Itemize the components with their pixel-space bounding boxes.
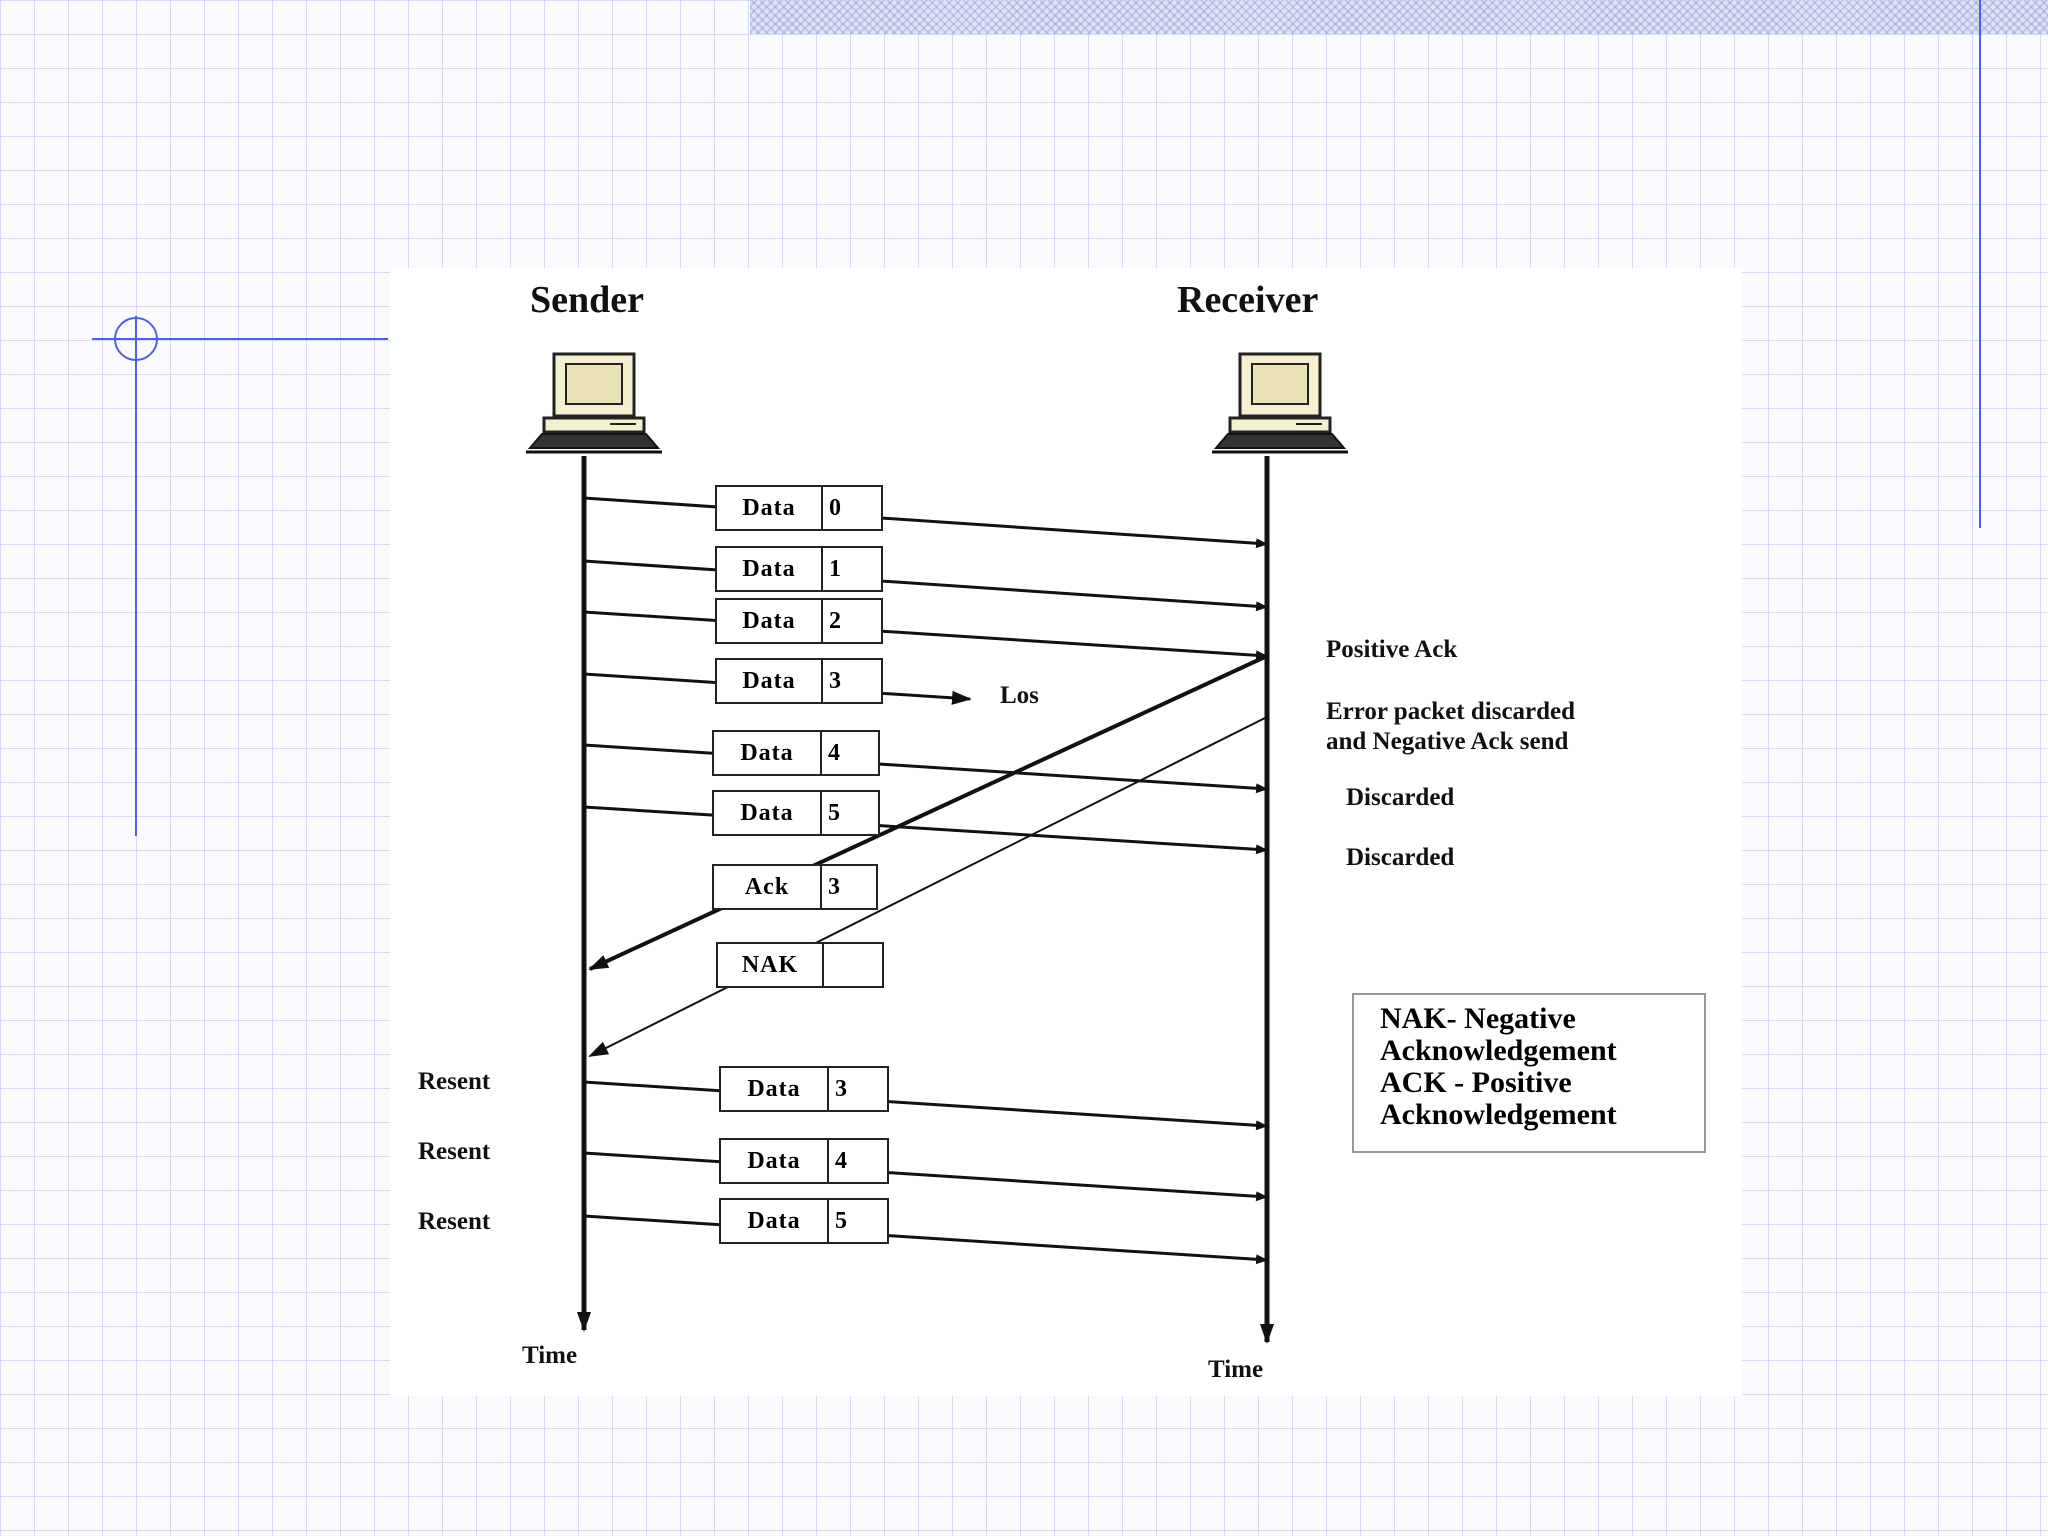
arrow-resent-data-4 xyxy=(583,1151,1268,1202)
frame-label: Data xyxy=(714,792,822,834)
frame-seq: 4 xyxy=(828,739,840,766)
frame-data-5: Data 5 xyxy=(712,790,880,836)
frame-label: Data xyxy=(714,732,822,774)
frame-seq: 3 xyxy=(835,1075,847,1102)
frame-data-2: Data 2 xyxy=(715,598,883,644)
sequence-diagram-lines xyxy=(577,456,1274,1344)
lost-label: Los xyxy=(1000,682,1039,709)
frame-data-4: Data 4 xyxy=(712,730,880,776)
sender-computer-icon xyxy=(526,352,662,454)
frame-data-1: Data 1 xyxy=(715,546,883,592)
arrow-data-4 xyxy=(583,743,1268,794)
frame-label: NAK xyxy=(718,944,824,986)
discarded-label-2: Discarded xyxy=(1346,844,1455,871)
frame-seq: 1 xyxy=(829,555,841,582)
arrow-data-5 xyxy=(583,805,1268,855)
receiver-computer-icon xyxy=(1212,352,1348,454)
frame-label: Ack xyxy=(714,866,822,908)
legend-line-3: ACK - Positive xyxy=(1380,1066,1572,1099)
frame-label: Data xyxy=(721,1068,829,1110)
resent-label-1: Resent xyxy=(418,1068,491,1095)
arrow-data-1 xyxy=(583,559,1268,612)
frame-nak: NAK xyxy=(716,942,884,988)
frame-resent-data-3: Data 3 xyxy=(719,1066,889,1112)
frame-seq: 3 xyxy=(828,873,840,900)
frame-seq: 5 xyxy=(835,1207,847,1234)
frame-data-3: Data 3 xyxy=(715,658,883,704)
frame-label: Data xyxy=(721,1200,829,1242)
legend-line-1: NAK- Negative xyxy=(1380,1002,1576,1035)
sender-title: Sender xyxy=(530,279,644,321)
frame-label: Data xyxy=(717,548,823,590)
positive-ack-label: Positive Ack xyxy=(1326,636,1458,663)
diagram-panel: Sender Receiver Data 0 Data 1 Data 2 Dat… xyxy=(390,268,1742,1396)
frame-resent-data-5: Data 5 xyxy=(719,1198,889,1244)
frame-seq xyxy=(824,944,882,986)
arrow-data-0 xyxy=(583,496,1268,549)
resent-label-3: Resent xyxy=(418,1208,491,1235)
frame-label: Data xyxy=(717,600,823,642)
legend-box: NAK- Negative Acknowledgement ACK - Posi… xyxy=(1352,993,1706,1153)
frame-resent-data-4: Data 4 xyxy=(719,1138,889,1184)
error-label-line2: and Negative Ack send xyxy=(1326,728,1569,755)
frame-label: Data xyxy=(717,660,823,702)
frame-seq: 3 xyxy=(829,667,841,694)
frame-seq: 0 xyxy=(829,494,841,521)
frame-seq: 4 xyxy=(835,1147,847,1174)
header-pattern-band xyxy=(750,0,2048,34)
frame-data-0: Data 0 xyxy=(715,485,883,531)
arrow-ack-3 xyxy=(588,654,1268,971)
arrow-resent-data-3 xyxy=(583,1080,1268,1131)
resent-label-2: Resent xyxy=(418,1138,491,1165)
legend-line-2: Acknowledgement xyxy=(1380,1034,1617,1067)
frame-ack-3: Ack 3 xyxy=(712,864,878,910)
arrow-nak xyxy=(588,716,1268,1057)
frame-seq: 2 xyxy=(829,607,841,634)
legend-line-4: Acknowledgement xyxy=(1380,1098,1617,1131)
frame-label: Data xyxy=(721,1140,829,1182)
frame-label: Data xyxy=(717,487,823,529)
error-label-line1: Error packet discarded xyxy=(1326,698,1576,725)
deco-circle xyxy=(114,317,158,361)
arrow-data-2 xyxy=(583,610,1268,661)
discarded-label-1: Discarded xyxy=(1346,784,1455,811)
receiver-time-label: Time xyxy=(1208,1356,1264,1383)
sender-time-label: Time xyxy=(522,1342,578,1369)
frame-seq: 5 xyxy=(828,799,840,826)
receiver-title: Receiver xyxy=(1177,279,1319,321)
arrow-resent-data-5 xyxy=(583,1214,1268,1265)
